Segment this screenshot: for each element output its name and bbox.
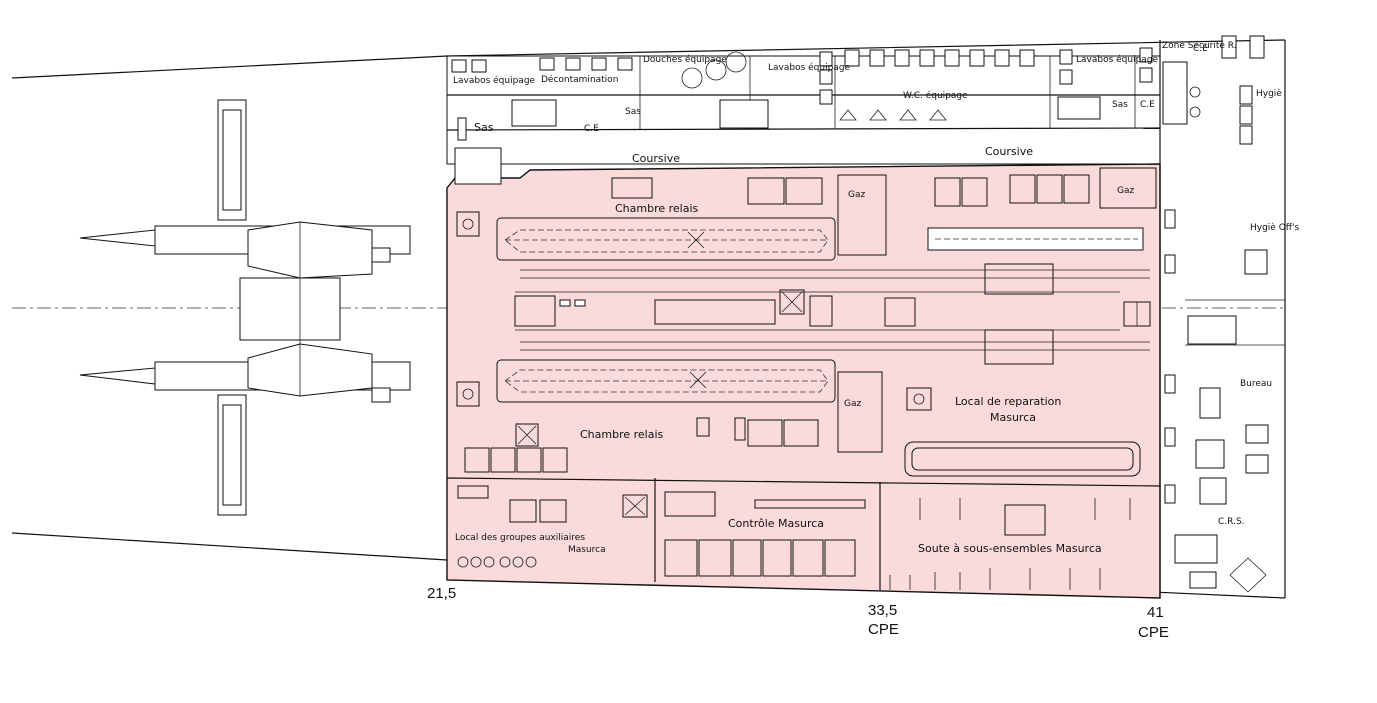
room-labels: Lavabos équipage Décontamination Douches…: [453, 40, 1299, 555]
right-block: [1159, 40, 1285, 598]
label-zone-securite: Zone Sécurité R.: [1162, 40, 1237, 51]
label-decontamination: Décontamination: [541, 74, 618, 85]
frame-41-cpe: CPE: [1138, 624, 1169, 641]
label-coursive-right: Coursive: [985, 145, 1033, 158]
label-chambre-relais-bottom: Chambre relais: [580, 428, 664, 441]
frame-33-5-cpe: CPE: [868, 621, 899, 638]
label-local-reparation: Local de reparation: [955, 395, 1061, 408]
frame-21-5: 21,5: [427, 585, 456, 602]
label-ce-1: C.E: [584, 124, 599, 134]
label-gaz-2: Gaz: [1117, 186, 1134, 196]
label-bureau: Bureau: [1240, 379, 1272, 389]
label-ce-3: C.E: [1193, 44, 1208, 54]
label-hygiene: Hygiè: [1256, 88, 1282, 99]
frame-markers: 21,5 33,5 CPE 41 CPE: [427, 585, 1169, 641]
label-douches-equipage: Douches équipage: [643, 54, 727, 65]
label-soute: Soute à sous-ensembles Masurca: [918, 542, 1102, 555]
label-sas-1: Sas: [474, 121, 494, 134]
label-local-reparation-masurca: Masurca: [990, 411, 1036, 424]
label-coursive-left: Coursive: [632, 152, 680, 165]
label-sas-2: Sas: [625, 107, 641, 117]
label-ce-2: C.E: [1140, 100, 1155, 110]
label-controle-masurca: Contrôle Masurca: [728, 517, 824, 530]
lower-missile-rack: [496, 329, 1150, 477]
label-gaz-3: Gaz: [844, 399, 861, 409]
lower-compartments: [446, 477, 1161, 590]
label-local-groupes: Local des groupes auxiliaires: [455, 533, 585, 543]
label-chambre-relais-top: Chambre relais: [615, 202, 699, 215]
equipment-blocks: [456, 167, 1157, 473]
label-lavabos-equipage-left: Lavabos équipage: [453, 75, 536, 86]
label-sas-3: Sas: [1112, 100, 1128, 110]
label-lavabos-equipage-right: Lavabos équipage: [1076, 54, 1159, 65]
frame-33-5: 33,5: [868, 602, 897, 619]
missile-launcher: [79, 99, 411, 516]
label-lavabos-equipage-mid: Lavabos équipage: [768, 62, 851, 73]
label-wc-equipage: W.C. équipage: [903, 90, 968, 101]
label-local-groupes-masurca: Masurca: [568, 545, 606, 555]
label-hygiene-offs: Hygiè Off's: [1250, 222, 1299, 233]
frame-41: 41: [1147, 604, 1164, 621]
label-crs: C.R.S.: [1218, 517, 1245, 527]
upper-missile-rack: [496, 217, 1150, 295]
upper-service-strip: [446, 35, 1265, 185]
label-gaz-1: Gaz: [848, 190, 865, 200]
